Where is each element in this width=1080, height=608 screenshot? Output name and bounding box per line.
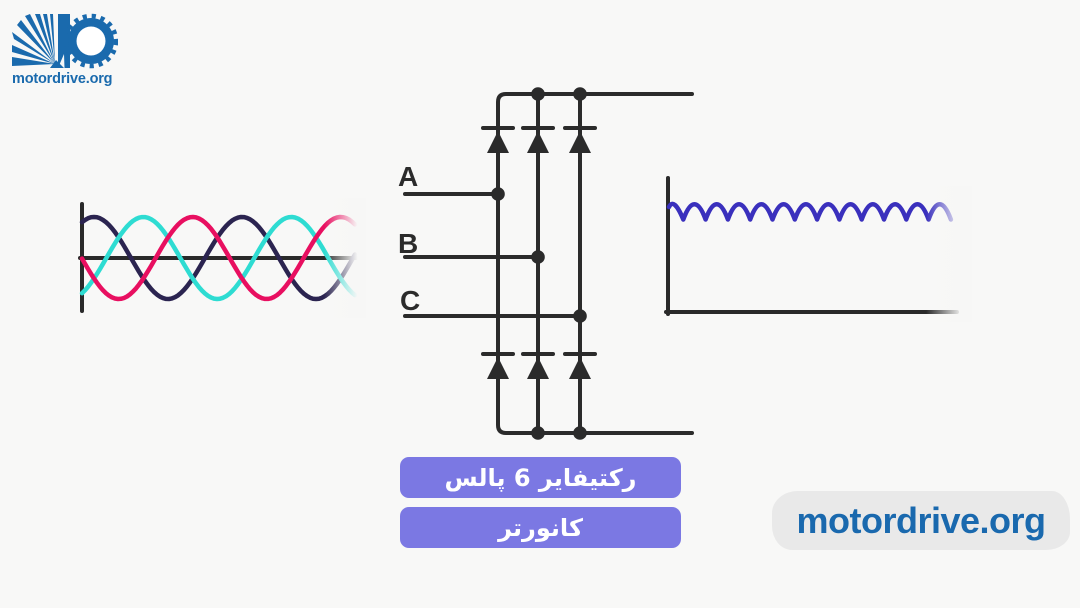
badge-converter: کانورتر <box>400 507 681 548</box>
three-phase-input-chart <box>78 202 359 313</box>
wave-phase-B <box>79 214 358 302</box>
diode-top-1 <box>481 126 515 153</box>
diode-bottom-1 <box>481 352 515 379</box>
wave-phase-C <box>79 214 358 302</box>
badge-rectifier-6-pulse: رکتیفایر 6 پالس <box>400 457 681 498</box>
watermark-sticker: motordrive.org <box>772 491 1070 550</box>
diode-bottom-2 <box>521 352 555 379</box>
wave-vdc <box>666 201 954 222</box>
brand-logo-text: motordrive.org <box>12 71 113 87</box>
watermark-text: motordrive.org <box>796 499 1046 541</box>
phase-label-a: A <box>398 161 419 192</box>
rectifier-circuit <box>403 87 694 440</box>
right-chart-fade <box>926 186 972 322</box>
diode-bottom-3 <box>563 352 597 379</box>
motordrive-logo-icon <box>12 13 118 69</box>
dc-bus-and-leg1 <box>496 92 694 435</box>
diode-top-2 <box>521 126 555 153</box>
junction-dots <box>491 87 587 440</box>
dc-output-chart <box>664 176 959 316</box>
brand-logo: motordrive.org <box>12 12 120 87</box>
diode-top-3 <box>563 126 597 153</box>
left-chart-fade <box>324 198 366 318</box>
phase-label-b: B <box>398 228 419 259</box>
phase-label-c: C <box>400 285 421 316</box>
